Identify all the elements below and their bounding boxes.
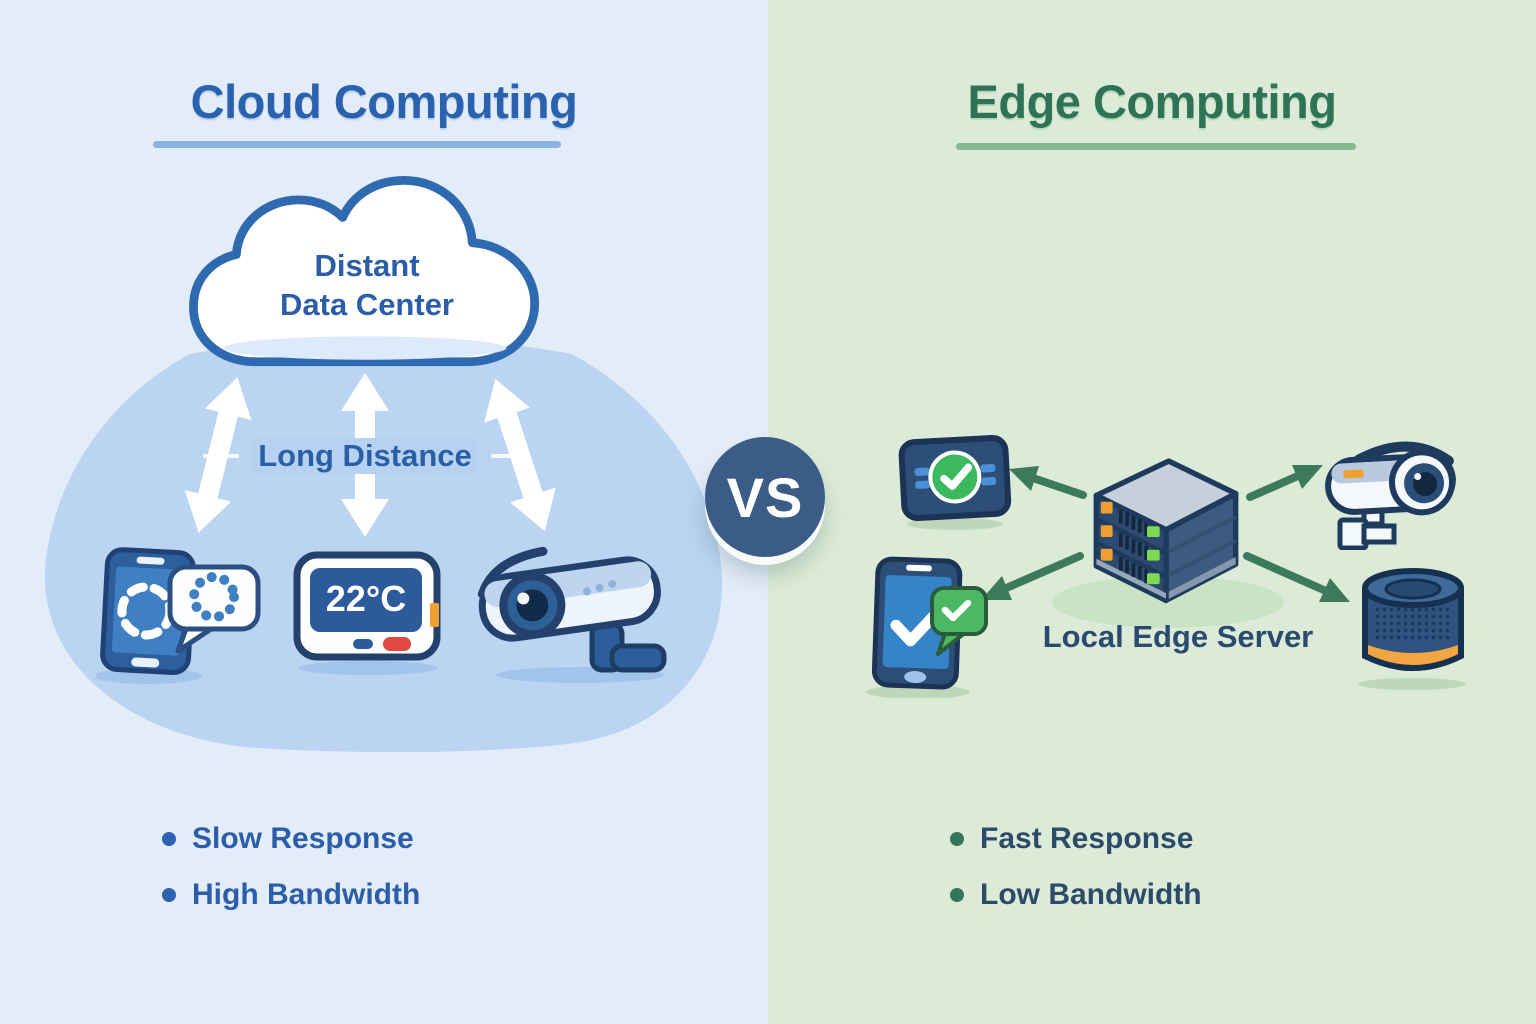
cloud-icon xyxy=(189,175,540,367)
bullet-dot-icon xyxy=(162,832,176,846)
check-bubble-icon xyxy=(930,586,988,656)
smartphone-check-icon xyxy=(866,556,988,698)
local-edge-server-label: Local Edge Server xyxy=(1042,619,1314,654)
edge-bullet-list: Fast Response Low Bandwidth xyxy=(950,822,1202,912)
thermostat-reading: 22°C xyxy=(325,578,407,619)
edge-computing-title: Edge Computing xyxy=(967,75,1337,128)
cloud-computing-title: Cloud Computing xyxy=(190,75,578,128)
bullet-dot-icon xyxy=(162,888,176,902)
cloud-bullet-list: Slow Response High Bandwidth xyxy=(162,822,420,912)
list-item: Fast Response xyxy=(950,822,1202,856)
bullet-dot-icon xyxy=(950,888,964,902)
bullet-dot-icon xyxy=(950,832,964,846)
cloud-title-underline xyxy=(153,141,561,148)
smart-panel-check-icon xyxy=(898,434,1012,530)
arrow-icon xyxy=(1000,471,1330,595)
security-camera-icon-right xyxy=(1325,441,1456,550)
list-item: Slow Response xyxy=(162,822,420,856)
security-camera-icon xyxy=(477,546,667,683)
edge-arrows xyxy=(981,465,1350,602)
dash-left xyxy=(203,454,240,458)
cloud-label-line2: Data Center xyxy=(280,287,454,322)
vs-badge: VS xyxy=(705,437,825,557)
long-distance-label: Long Distance xyxy=(170,438,560,474)
distant-data-center-label: Distant Data Center xyxy=(172,246,562,324)
speaker-grille-dots xyxy=(1374,606,1452,642)
smartphone-loading-icon xyxy=(96,547,261,684)
cloud-label-line1: Distant xyxy=(314,248,420,283)
list-item: High Bandwidth xyxy=(162,878,420,912)
vs-label: VS xyxy=(726,465,804,529)
edge-server-icon xyxy=(1093,458,1239,604)
list-item: Low Bandwidth xyxy=(950,878,1202,912)
loading-bubble-icon xyxy=(167,564,261,654)
dash-right xyxy=(490,454,527,458)
thermostat-icon xyxy=(293,551,441,675)
edge-title-underline xyxy=(956,143,1356,150)
